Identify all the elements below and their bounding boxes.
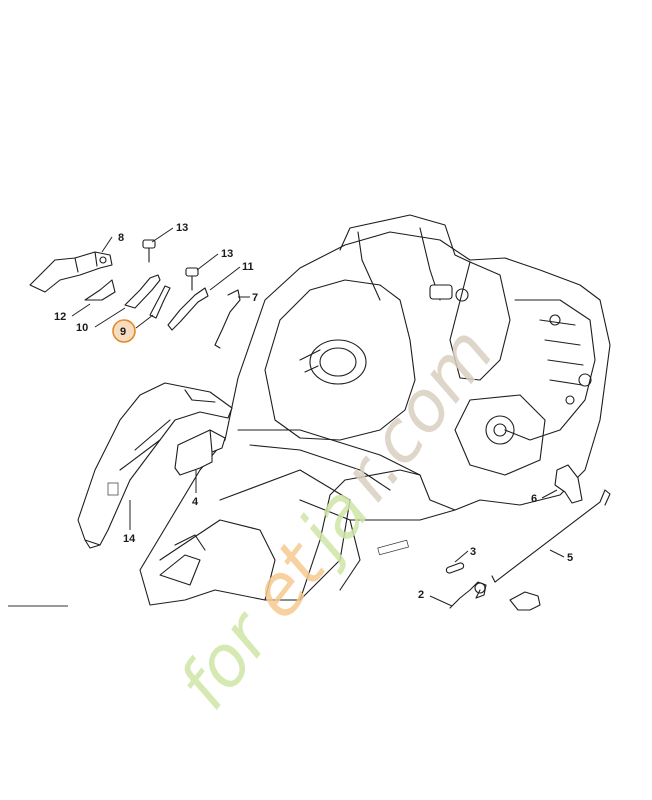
label-part-4[interactable]: 4 (192, 496, 199, 508)
label-part-11[interactable]: 11 (242, 261, 254, 273)
label-part-3[interactable]: 3 (470, 546, 476, 558)
label-part-14[interactable]: 14 (123, 533, 136, 545)
label-part-9[interactable]: 9 (120, 326, 126, 338)
label-part-5[interactable]: 5 (567, 552, 573, 564)
part-13-screw-b (185, 267, 199, 291)
label-part-8[interactable]: 8 (118, 232, 124, 244)
part-9-link (149, 285, 171, 319)
part-14-handle-cover (77, 382, 233, 549)
part-12-clip (84, 279, 116, 301)
label-part-13-a[interactable]: 13 (176, 222, 188, 234)
part-13-screw-a (142, 239, 156, 263)
label-part-13-b[interactable]: 13 (221, 248, 233, 260)
part-9-highlight-circle[interactable] (112, 319, 136, 343)
watermark-for: for (163, 595, 289, 725)
label-part-7[interactable]: 7 (252, 292, 258, 304)
chainsaw-housing (139, 214, 611, 606)
part-2-spring (449, 581, 487, 609)
label-part-10[interactable]: 10 (76, 322, 88, 334)
part-10-rod (124, 274, 161, 309)
part-5-rod (491, 489, 611, 583)
part-11-spring-rod (167, 287, 209, 331)
part-8-trigger (29, 251, 113, 293)
part-4-bracket (174, 429, 226, 476)
label-part-6[interactable]: 6 (531, 493, 537, 505)
part-3-pin (445, 562, 465, 574)
part-7-wire (214, 289, 241, 349)
part-small-bottom (509, 591, 541, 611)
leader-lines (71, 227, 565, 607)
part-6-lever (554, 464, 583, 504)
label-part-2[interactable]: 2 (418, 589, 424, 601)
label-part-12[interactable]: 12 (54, 311, 66, 323)
part-labels: 8 13 13 11 7 12 10 9 4 14 6 3 5 2 (54, 222, 573, 601)
